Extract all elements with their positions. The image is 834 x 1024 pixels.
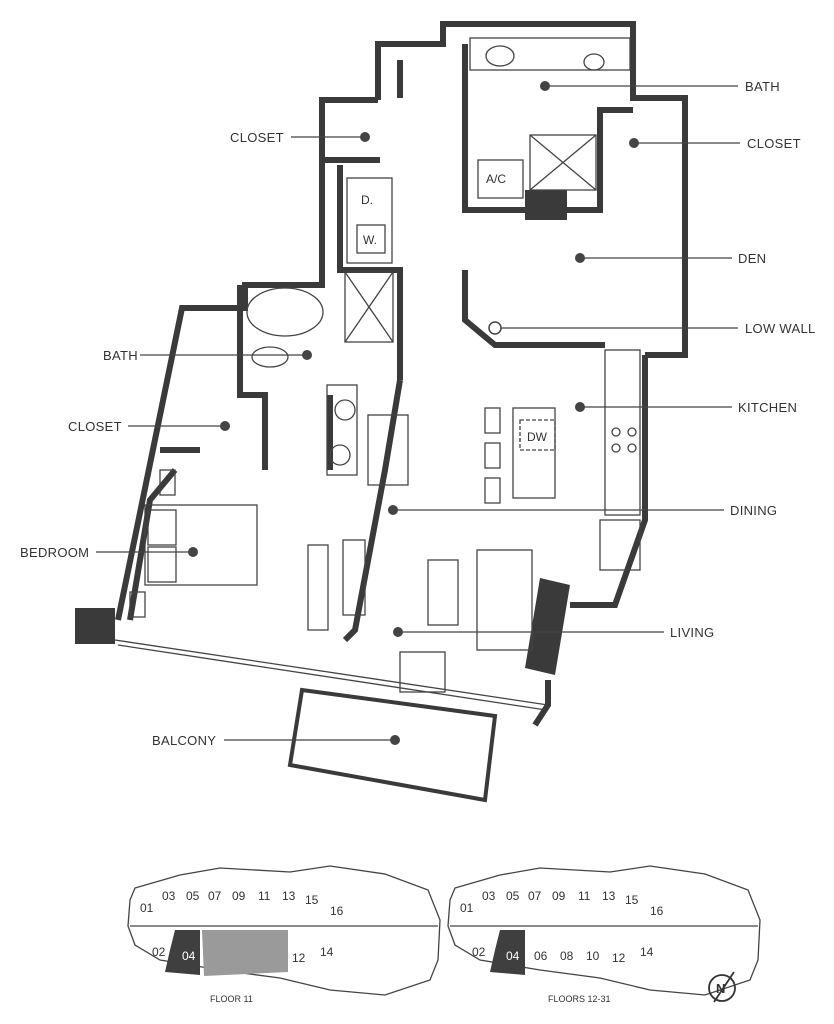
svg-text:11: 11 xyxy=(258,889,271,903)
ac-label: A/C xyxy=(486,172,506,186)
room-label-kitchen: KITCHEN xyxy=(575,400,797,415)
svg-text:BEDROOM: BEDROOM xyxy=(20,545,89,560)
svg-text:CLOSET: CLOSET xyxy=(230,130,284,145)
svg-text:N: N xyxy=(716,981,725,996)
room-label-bath-top: BATH xyxy=(540,79,780,94)
svg-text:15: 15 xyxy=(625,893,639,907)
svg-text:13: 13 xyxy=(602,889,616,903)
room-label-dining: DINING xyxy=(388,503,777,518)
svg-text:14: 14 xyxy=(640,945,654,959)
svg-text:12: 12 xyxy=(612,951,626,965)
amenity-area xyxy=(202,930,288,976)
svg-text:02: 02 xyxy=(152,945,166,959)
svg-text:01: 01 xyxy=(140,901,154,915)
balcony-outline xyxy=(287,687,498,803)
svg-text:16: 16 xyxy=(330,904,344,918)
svg-text:07: 07 xyxy=(528,889,542,903)
svg-text:10: 10 xyxy=(586,949,600,963)
svg-text:09: 09 xyxy=(552,889,566,903)
walls xyxy=(75,21,688,727)
dryer-label: D. xyxy=(361,193,373,207)
svg-text:04: 04 xyxy=(182,949,196,963)
svg-text:11: 11 xyxy=(578,889,591,903)
washer-label: W. xyxy=(363,233,377,247)
svg-text:05: 05 xyxy=(186,889,200,903)
svg-text:07: 07 xyxy=(208,889,222,903)
svg-text:CLOSET: CLOSET xyxy=(747,136,801,151)
svg-text:BALCONY: BALCONY xyxy=(152,733,216,748)
svg-text:15: 15 xyxy=(305,893,319,907)
svg-text:LIVING: LIVING xyxy=(670,625,714,640)
svg-text:CLOSET: CLOSET xyxy=(68,419,122,434)
svg-text:DINING: DINING xyxy=(730,503,777,518)
svg-text:09: 09 xyxy=(232,889,246,903)
column xyxy=(75,608,115,644)
svg-text:08: 08 xyxy=(560,949,574,963)
room-label-den: DEN xyxy=(575,251,766,266)
room-label-closet-right: CLOSET xyxy=(629,136,801,151)
room-label-bedroom: BEDROOM xyxy=(20,545,198,560)
svg-text:KITCHEN: KITCHEN xyxy=(738,400,797,415)
keyplan-floors-12-31: 01 03 05 07 09 11 13 15 16 02 04 06 08 1… xyxy=(447,865,761,1004)
room-label-closet-left: CLOSET xyxy=(68,419,230,434)
svg-text:03: 03 xyxy=(482,889,496,903)
column xyxy=(525,578,570,675)
svg-text:DEN: DEN xyxy=(738,251,766,266)
room-label-bath-left: BATH xyxy=(103,348,312,363)
svg-text:01: 01 xyxy=(460,901,474,915)
svg-text:06: 06 xyxy=(534,949,548,963)
svg-text:14: 14 xyxy=(320,945,334,959)
fixtures: A/C D. W. DW xyxy=(129,37,641,693)
column xyxy=(525,190,567,220)
keyplan-floor-11: 01 03 05 07 09 11 13 15 16 02 04 12 14 F… xyxy=(127,865,441,1004)
svg-text:02: 02 xyxy=(472,945,486,959)
svg-text:13: 13 xyxy=(282,889,296,903)
room-label-closet-top-left: CLOSET xyxy=(230,130,370,145)
svg-text:03: 03 xyxy=(162,889,176,903)
north-arrow-icon: N xyxy=(708,971,736,1003)
keyplan-caption: FLOORS 12-31 xyxy=(548,994,611,1004)
room-label-living: LIVING xyxy=(393,625,714,640)
room-label-balcony: BALCONY xyxy=(152,733,400,748)
svg-text:04: 04 xyxy=(506,949,520,963)
dishwasher-label: DW xyxy=(527,430,548,444)
svg-text:BATH: BATH xyxy=(103,348,138,363)
unit-04-highlight xyxy=(165,930,200,975)
keyplan-caption: FLOOR 11 xyxy=(210,994,253,1004)
svg-text:BATH: BATH xyxy=(745,79,780,94)
unit-04-highlight xyxy=(490,930,525,975)
svg-text:LOW WALL: LOW WALL xyxy=(745,321,816,336)
svg-text:16: 16 xyxy=(650,904,664,918)
svg-text:05: 05 xyxy=(506,889,520,903)
svg-text:12: 12 xyxy=(292,951,306,965)
room-label-low-wall: LOW WALL xyxy=(488,321,816,336)
